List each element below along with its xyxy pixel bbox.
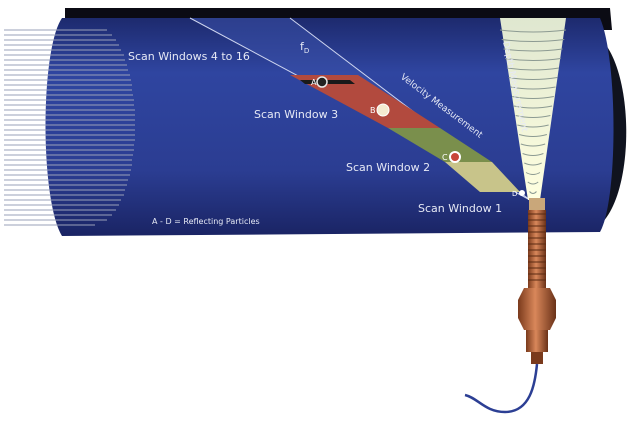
scan-window-1-band — [445, 162, 520, 192]
scan-window-3-band — [290, 75, 440, 128]
depth-beam-arc — [505, 58, 561, 61]
depth-beam-arc — [499, 29, 567, 33]
depth-beam-arc — [524, 162, 542, 166]
depth-beam-arc — [508, 77, 558, 80]
sensor-nut — [518, 288, 556, 330]
particle-d — [519, 190, 525, 196]
depth-beam-arc — [529, 191, 537, 194]
sensor-stem — [528, 210, 546, 288]
reflecting-particles-legend: A - D = Reflecting Particles — [152, 217, 260, 226]
depth-beam-arc — [522, 153, 544, 156]
particle-a-label: A — [311, 78, 317, 87]
depth-beam-arc — [518, 134, 548, 137]
depth-beam-arc — [525, 172, 541, 175]
depth-beam-arc — [506, 67, 560, 71]
depth-beam-arc — [510, 86, 556, 90]
scan-window-2-label: Scan Window 2 — [346, 161, 430, 174]
particle-d-label: D — [512, 190, 517, 198]
depth-beam-arc — [515, 115, 551, 118]
fd-label: fD — [300, 40, 309, 55]
depth-beam-arc — [517, 124, 549, 128]
depth-beam-fan — [500, 18, 566, 200]
doppler-sensor — [518, 198, 556, 364]
sensor-cable — [464, 363, 539, 414]
scan-window-3-label: Scan Window 3 — [254, 108, 338, 121]
depth-beam-arc — [503, 48, 563, 52]
scan-window-2-band — [388, 128, 492, 162]
particle-c — [449, 151, 461, 163]
sensor-body — [526, 330, 548, 352]
depth-beam-arc — [520, 143, 546, 147]
depth-beam-arc — [501, 39, 565, 42]
depth-beam-arc — [512, 96, 554, 99]
flow-profile-lines — [4, 29, 135, 226]
particle-c-label: C — [442, 153, 448, 162]
depth-beam — [499, 18, 567, 200]
particle-b-label: B — [370, 106, 376, 115]
scan-window-1-label: Scan Window 1 — [418, 202, 502, 215]
depth-beam-arc — [527, 181, 539, 185]
particle-b — [376, 103, 390, 117]
sensor-cable-gland — [531, 352, 543, 364]
scan-windows-4-to-16-label: Scan Windows 4 to 16 — [128, 50, 250, 63]
sensor-tip — [529, 198, 545, 212]
particle-a — [316, 76, 328, 88]
depth-beam-arc — [513, 105, 553, 109]
